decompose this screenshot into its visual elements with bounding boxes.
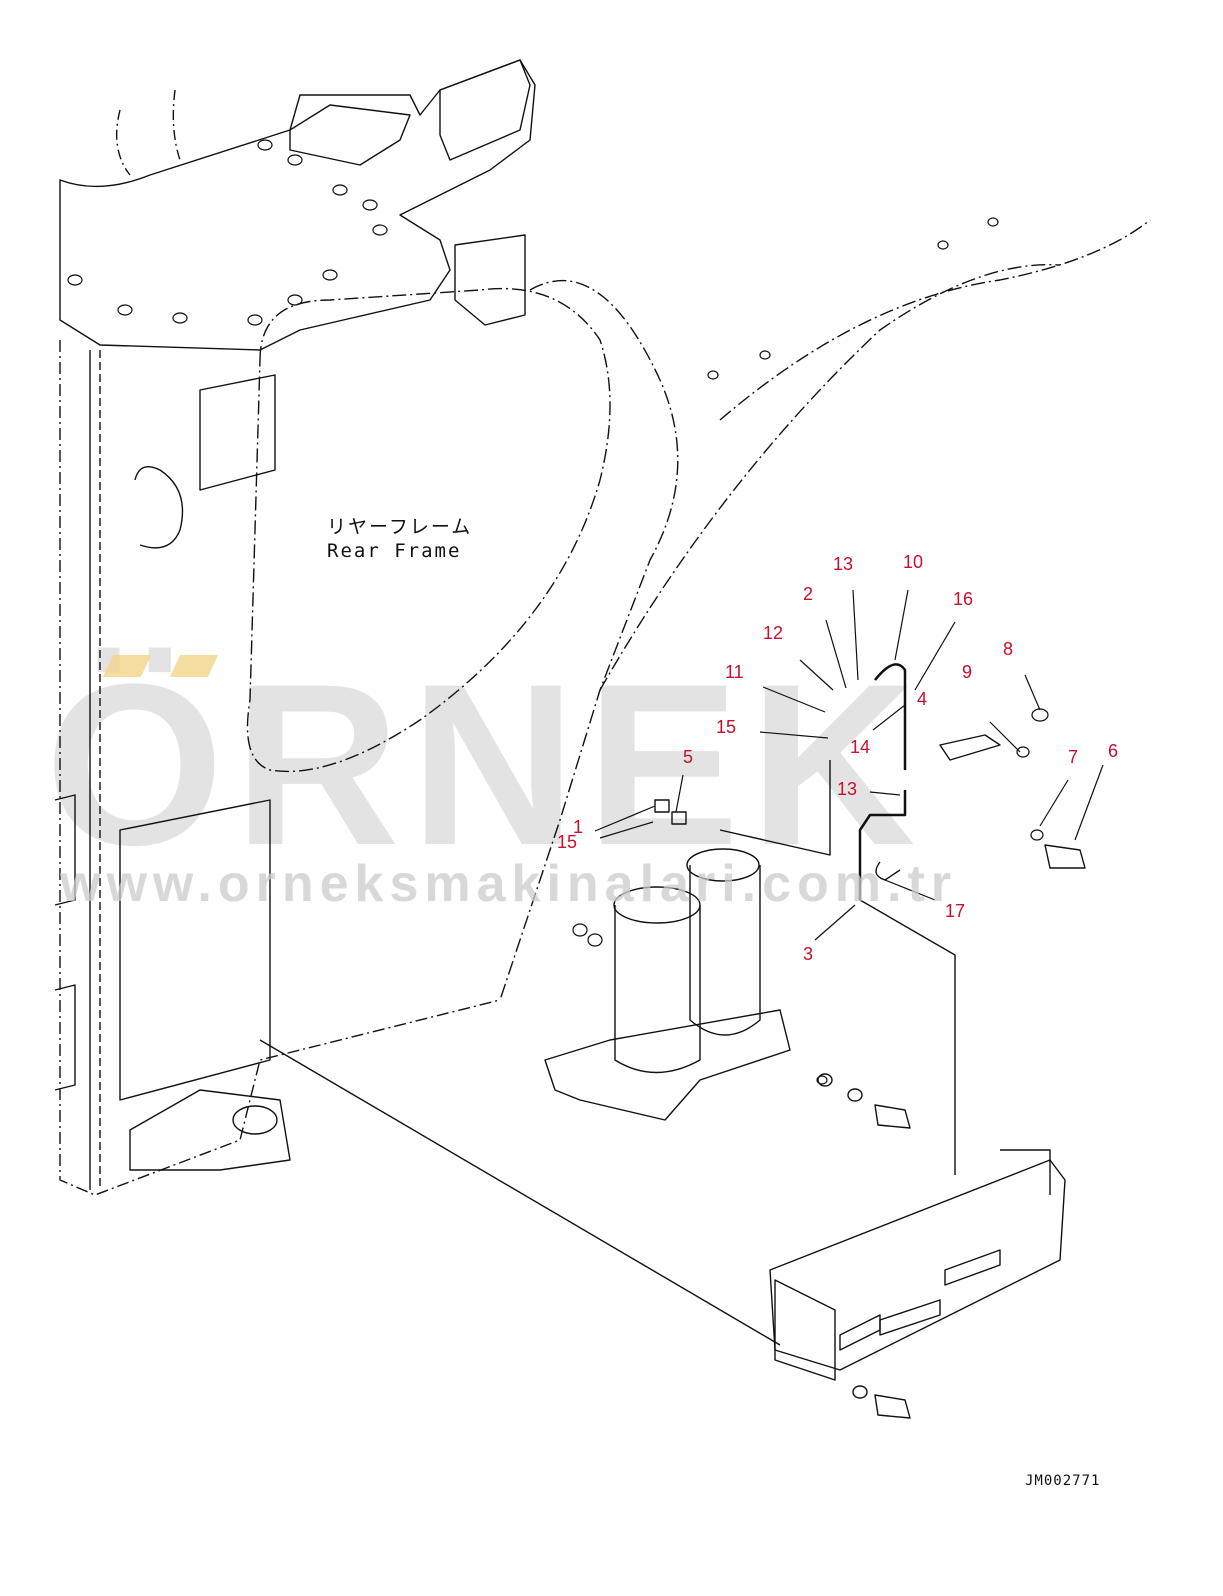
callout-2: 2 bbox=[803, 584, 814, 604]
callout-15-top: 15 bbox=[716, 717, 737, 737]
frame-fender-line bbox=[719, 219, 1151, 421]
frame-arm-line-2 bbox=[172, 89, 181, 161]
fitting-1 bbox=[654, 799, 670, 813]
bolt-lower bbox=[874, 1394, 911, 1419]
callout-14: 14 bbox=[850, 737, 871, 757]
handle-left-2 bbox=[54, 984, 76, 1091]
frame-label-jp: リヤーフレーム bbox=[327, 516, 473, 538]
leader-tank bbox=[719, 760, 831, 856]
callout-9: 9 bbox=[962, 662, 973, 682]
washer-lower bbox=[852, 1385, 868, 1399]
frame-plate-2 bbox=[454, 234, 526, 326]
frame-lug-hole bbox=[232, 1105, 278, 1135]
step-bracket-top bbox=[1000, 1149, 1051, 1195]
handle-left-1 bbox=[54, 794, 76, 906]
step-front bbox=[774, 1279, 836, 1381]
drawing-code: JM002771 bbox=[1025, 1473, 1101, 1489]
washer-tank-1 bbox=[847, 1088, 863, 1102]
tank-cap-left bbox=[613, 886, 701, 924]
pipe-3 bbox=[858, 790, 907, 900]
frame-top-outline bbox=[59, 59, 536, 351]
tank-cap-right bbox=[686, 848, 760, 882]
leader-pipe-step bbox=[859, 899, 956, 1175]
callout-5: 5 bbox=[683, 747, 694, 767]
frame-boss-2 bbox=[439, 59, 531, 161]
frame-boss-1 bbox=[289, 104, 411, 166]
step-body bbox=[769, 1159, 1066, 1371]
tank-body-right bbox=[689, 865, 761, 1036]
callout-12: 12 bbox=[763, 623, 784, 643]
washer-tank-2 bbox=[817, 1073, 833, 1087]
frame-right-dash bbox=[499, 280, 679, 1001]
frame-left-body bbox=[59, 340, 501, 1196]
leader-frame-step bbox=[259, 1039, 781, 1346]
callout-10: 10 bbox=[903, 552, 924, 572]
callout-11: 11 bbox=[725, 662, 744, 682]
callout-8: 8 bbox=[1003, 639, 1014, 659]
frame-label-en: Rear Frame bbox=[327, 540, 462, 562]
frame-plate-3 bbox=[119, 799, 271, 1101]
frame-lug bbox=[129, 1089, 291, 1171]
callout-1: 1 bbox=[573, 817, 584, 837]
hose-10 bbox=[874, 663, 907, 770]
step-tread-1 bbox=[839, 1314, 881, 1351]
frame-central-cutout bbox=[246, 287, 611, 773]
tank-base bbox=[544, 1009, 791, 1121]
frame-plate-1 bbox=[199, 374, 276, 491]
callout-6: 6 bbox=[1108, 741, 1119, 761]
frame-hook bbox=[134, 466, 184, 549]
step-tread-2 bbox=[879, 1299, 941, 1336]
frame-arm-line bbox=[115, 109, 131, 176]
bracket bbox=[939, 734, 1001, 761]
callout-17: 17 bbox=[945, 901, 966, 921]
bolt-tank-mount bbox=[874, 1104, 911, 1129]
watermark-url: www.orneksmakinalari.com.tr bbox=[60, 855, 958, 913]
callout-3: 3 bbox=[803, 944, 814, 964]
bolt-6 bbox=[1044, 844, 1086, 869]
step-tread-3 bbox=[944, 1249, 1001, 1286]
fitting-5 bbox=[671, 811, 687, 825]
callout-4: 4 bbox=[917, 689, 928, 709]
callout-13-mid: 13 bbox=[837, 779, 858, 799]
callout-15-left: 15 bbox=[557, 832, 578, 852]
callout-7: 7 bbox=[1068, 747, 1079, 767]
tank-body-left bbox=[614, 905, 701, 1074]
callout-16: 16 bbox=[953, 589, 974, 609]
frame-fender-line-2 bbox=[599, 263, 1061, 691]
callout-13-top: 13 bbox=[833, 554, 854, 574]
